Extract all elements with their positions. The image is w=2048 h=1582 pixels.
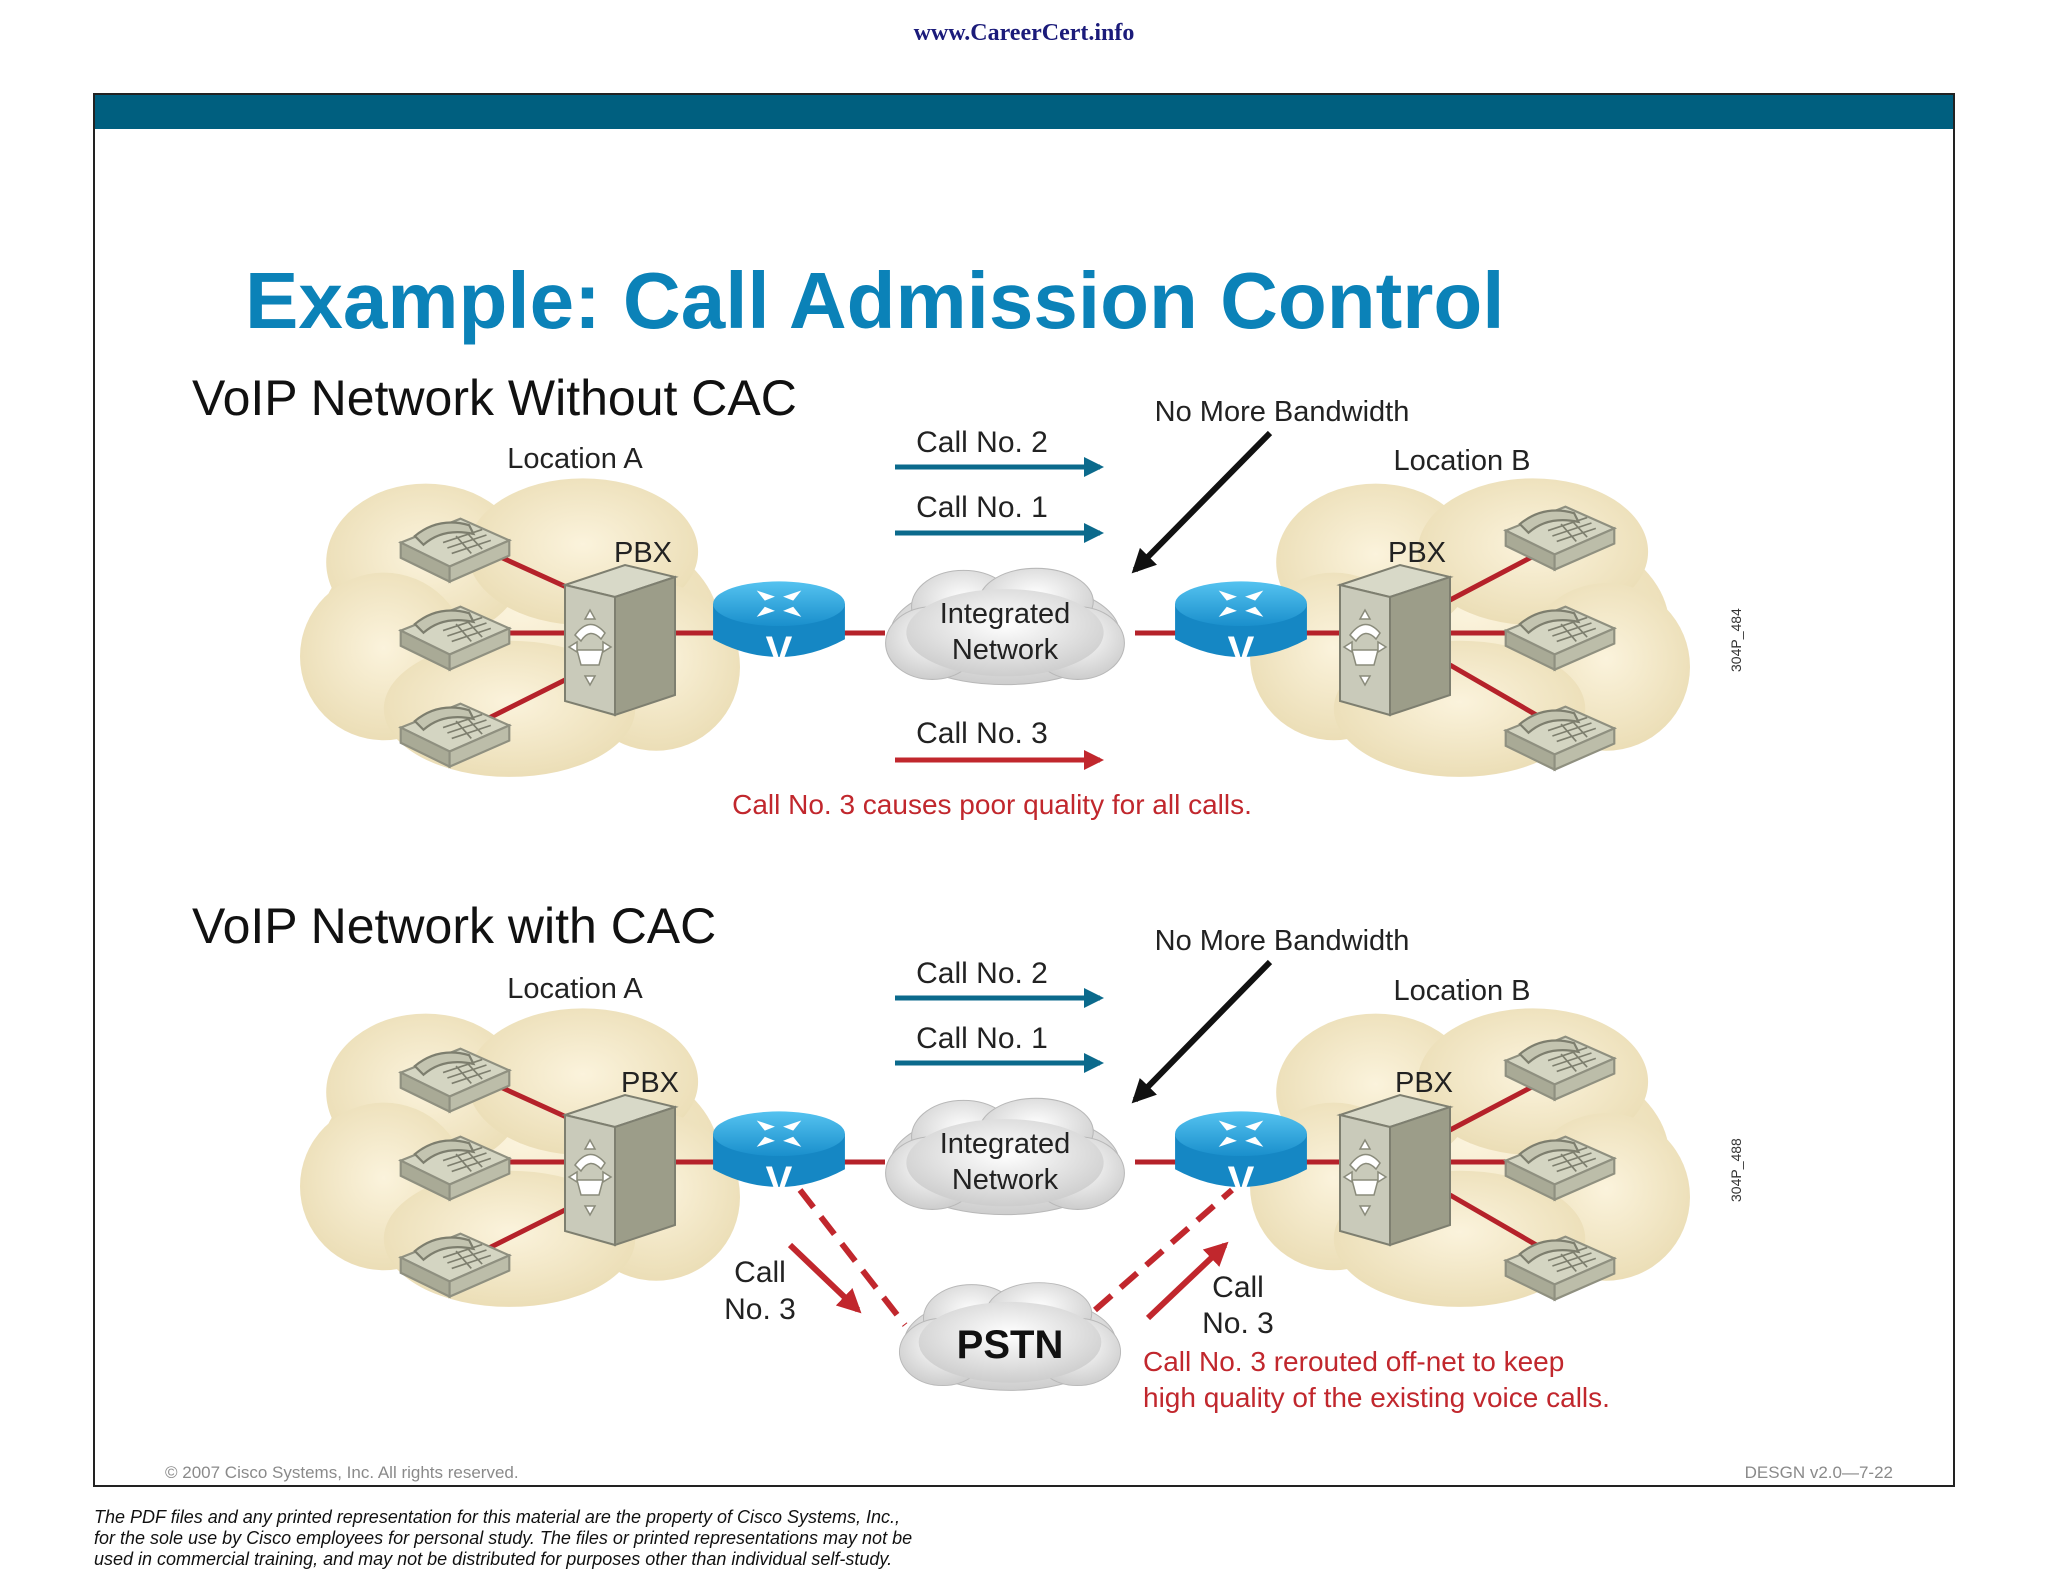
disclaimer-line: The PDF files and any printed representa… bbox=[94, 1507, 900, 1527]
call-2-label: Call No. 2 bbox=[916, 426, 1048, 459]
disclaimer-line: for the sole use by Cisco employees for … bbox=[94, 1528, 912, 1548]
panel-without-cac: VoIP Network Without CAC Location A Loca… bbox=[192, 370, 1744, 820]
pbx-icon bbox=[1339, 1094, 1451, 1246]
call-1-label: Call No. 1 bbox=[916, 491, 1048, 524]
router-v-glyph: V bbox=[766, 629, 793, 673]
call-3-reroute-arrow bbox=[1145, 1241, 1229, 1321]
no-bandwidth-arrow bbox=[1131, 959, 1273, 1104]
location-b-label: Location B bbox=[1393, 975, 1530, 1007]
panel-heading: VoIP Network with CAC bbox=[192, 898, 716, 954]
location-b-cloud bbox=[1250, 1008, 1690, 1307]
panel-note: high quality of the existing voice calls… bbox=[1143, 1382, 1610, 1413]
network-label: Integrated bbox=[940, 598, 1071, 630]
panel-note: Call No. 3 causes poor quality for all c… bbox=[732, 789, 1252, 820]
network-label: Network bbox=[952, 634, 1059, 666]
pstn-links bbox=[797, 1187, 1234, 1327]
pbx-icon bbox=[564, 564, 676, 716]
pbx-icon bbox=[564, 1094, 676, 1246]
pbx-a-label: PBX bbox=[621, 1067, 679, 1099]
pbx-b-label: PBX bbox=[1388, 537, 1446, 569]
call-3-reroute-arrow bbox=[787, 1242, 862, 1314]
copyright: © 2007 Cisco Systems, Inc. All rights re… bbox=[165, 1463, 519, 1482]
pstn-label: PSTN bbox=[957, 1323, 1064, 1367]
call-3-label: Call No. 3 bbox=[916, 717, 1048, 750]
course-id: DESGN v2.0—7-22 bbox=[1745, 1463, 1893, 1482]
call-3-left-label: No. 3 bbox=[724, 1293, 796, 1326]
router-v-glyph: V bbox=[1228, 1159, 1255, 1203]
panel-heading: VoIP Network Without CAC bbox=[192, 370, 797, 426]
router-v-glyph: V bbox=[1228, 629, 1255, 673]
location-b-cloud bbox=[1250, 478, 1690, 777]
location-a-label: Location A bbox=[507, 443, 643, 475]
call-2-label: Call No. 2 bbox=[916, 957, 1048, 990]
panel-with-cac: VoIP Network with CAC Location A Locatio… bbox=[192, 898, 1744, 1413]
call-1-label: Call No. 1 bbox=[916, 1022, 1048, 1055]
no-bandwidth-label: No More Bandwidth bbox=[1155, 925, 1410, 957]
pbx-icon bbox=[1339, 564, 1451, 716]
figure-id: 304P_484 bbox=[1728, 608, 1744, 672]
network-label: Integrated bbox=[940, 1128, 1071, 1160]
call-3-left-label: Call bbox=[734, 1256, 786, 1289]
location-b-label: Location B bbox=[1393, 445, 1530, 477]
header-url: www.CareerCert.info bbox=[914, 20, 1135, 46]
figure-id: 304P_488 bbox=[1728, 1138, 1744, 1202]
no-bandwidth-arrow bbox=[1131, 430, 1273, 574]
call-3-right-label: Call bbox=[1212, 1271, 1264, 1304]
panel-note: Call No. 3 rerouted off-net to keep bbox=[1143, 1346, 1564, 1377]
disclaimer-line: used in commercial training, and may not… bbox=[94, 1549, 892, 1569]
router-v-glyph: V bbox=[766, 1159, 793, 1203]
pbx-a-label: PBX bbox=[614, 537, 672, 569]
no-bandwidth-label: No More Bandwidth bbox=[1155, 396, 1410, 428]
location-a-label: Location A bbox=[507, 973, 643, 1005]
call-3-right-label: No. 3 bbox=[1202, 1307, 1274, 1340]
slide-banner bbox=[95, 95, 1953, 129]
pbx-b-label: PBX bbox=[1395, 1067, 1453, 1099]
slide-title: Example: Call Admission Control bbox=[245, 256, 1504, 345]
network-label: Network bbox=[952, 1164, 1059, 1196]
